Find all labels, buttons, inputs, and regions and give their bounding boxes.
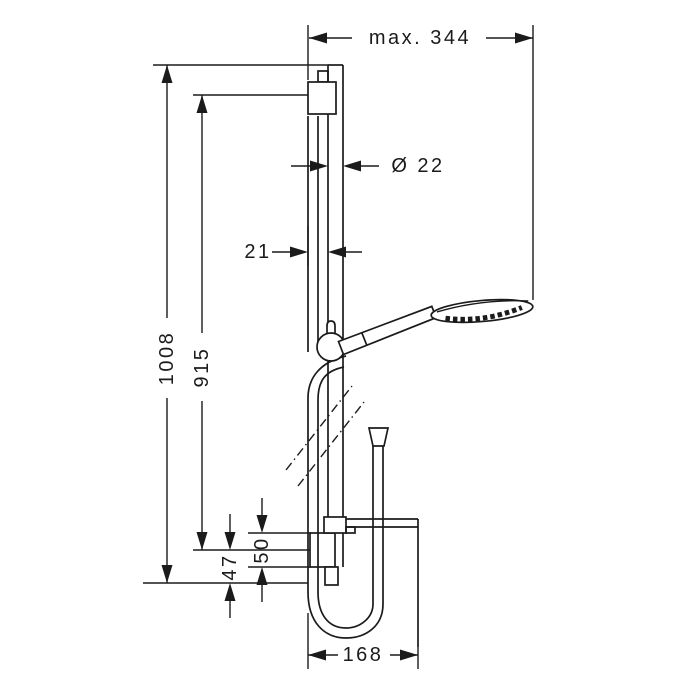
dim-label-lower-offset: 47: [219, 553, 241, 580]
shower-head-top-line: [436, 299, 529, 313]
dim-label-wall-clearance: 21: [244, 241, 271, 263]
shower-rail: [317, 64, 344, 567]
dim-label-bar-diameter: Ø 22: [391, 155, 444, 177]
top-wall-bracket: [307, 81, 337, 115]
dim-lower-offset: 47: [219, 514, 241, 618]
dim-hose-loop-width: 168: [307, 613, 419, 669]
hose-connector: [367, 427, 390, 447]
dim-wall-clearance: 21: [244, 226, 362, 266]
rail-end-cap: [324, 566, 339, 586]
dim-label-bar-length: 915: [191, 347, 213, 388]
break-lines: [285, 385, 365, 487]
handle-joint-line: [361, 332, 368, 346]
dim-label-max-reach: max. 344: [369, 27, 471, 49]
slider-pin: [326, 320, 336, 337]
rail-top-step: [317, 70, 329, 83]
lower-wall-bracket: [309, 532, 336, 568]
dim-label-overall-height: 1008: [156, 331, 178, 386]
dim-label-bracket-height: 50: [251, 536, 273, 563]
dim-bracket-height: 50: [248, 498, 311, 602]
dim-bar-length: 915: [191, 94, 310, 551]
shower-head-nozzles: [445, 305, 523, 322]
shower-head: [430, 298, 534, 324]
holder-arm-step: [345, 526, 356, 534]
dim-max-reach: max. 344: [307, 25, 534, 300]
hand-shower-handle: [337, 305, 438, 356]
dim-label-hose-loop-width: 168: [343, 644, 384, 666]
dim-bar-diameter: Ø 22: [291, 155, 444, 177]
holder-clip: [323, 516, 347, 534]
holder-arm: [323, 516, 419, 647]
dim-overall-height: 1008: [143, 64, 328, 584]
